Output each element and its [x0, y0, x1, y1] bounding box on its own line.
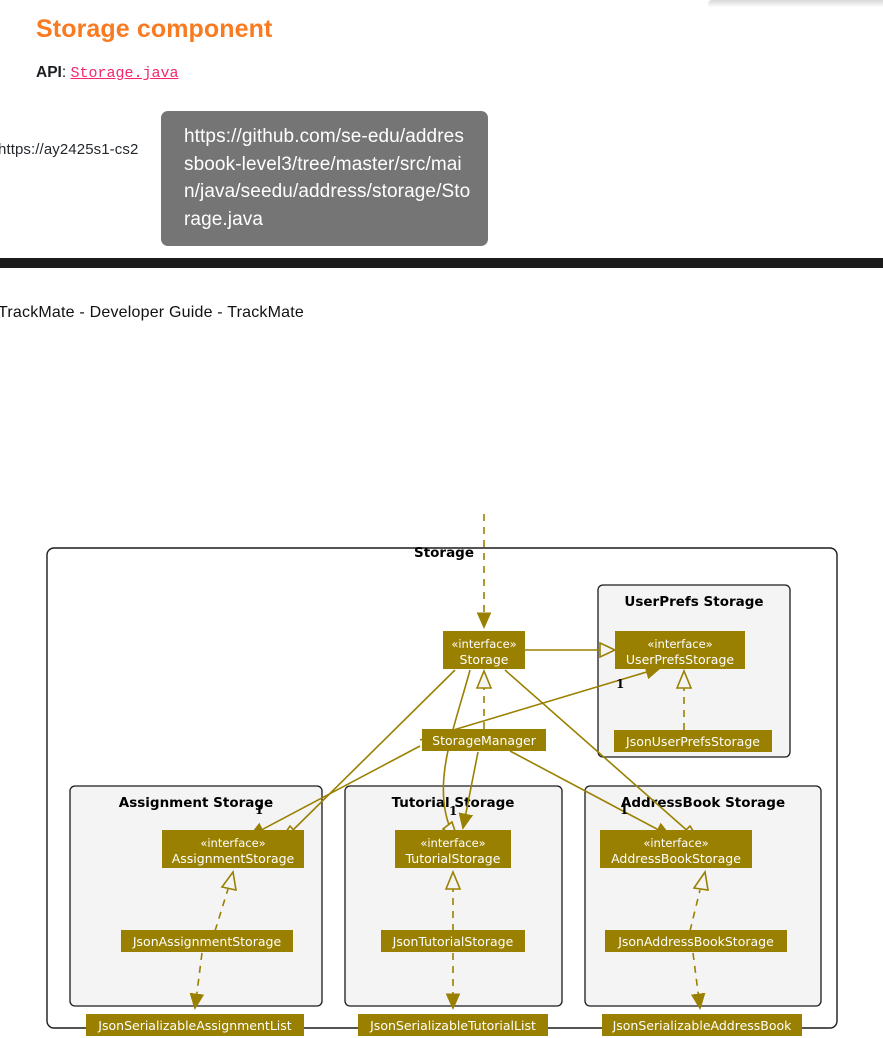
class-box-jsonserializableaddressbook[interactable]: JsonSerializableAddressBook [602, 1014, 802, 1036]
class-box-assignmentstorage[interactable]: «interface» AssignmentStorage [162, 830, 304, 868]
api-link[interactable]: Storage.java [70, 65, 179, 82]
api-label: API [36, 64, 62, 81]
class-stereotype-tutorialstorage: «interface» [420, 836, 485, 850]
class-box-storage[interactable]: «interface» Storage [443, 631, 525, 669]
class-stereotype-storage: «interface» [451, 637, 516, 651]
breadcrumb: TrackMate - Developer Guide - TrackMate [0, 304, 304, 321]
outer-package-title: Storage [414, 545, 474, 561]
class-name-tutorialstorage: TutorialStorage [405, 851, 501, 866]
class-stereotype-assignmentstorage: «interface» [200, 836, 265, 850]
url-tooltip: https://github.com/se-edu/addressbook-le… [161, 111, 488, 246]
documentation-page: Storage component API: Storage.java http… [0, 0, 883, 258]
class-name-jsonassignmentstorage: JsonAssignmentStorage [132, 934, 282, 949]
uml-diagram: Storage UserPrefs Storage Assignment Sto… [0, 396, 883, 1036]
package-userprefs-storage: UserPrefs Storage [597, 584, 791, 758]
class-box-jsonaddressbookstorage[interactable]: JsonAddressBookStorage [605, 930, 787, 952]
package-title-assignment: Assignment Storage [119, 795, 273, 811]
class-box-jsonserializabletutoriallist[interactable]: JsonSerializableTutorialList [358, 1014, 548, 1036]
class-box-storagemanager[interactable]: StorageManager [422, 729, 546, 751]
api-line: API: Storage.java [36, 64, 179, 82]
class-box-tutorialstorage[interactable]: «interface» TutorialStorage [395, 830, 511, 868]
class-box-jsontutorialstorage[interactable]: JsonTutorialStorage [381, 930, 525, 952]
package-assignment-storage: Assignment Storage [69, 785, 323, 1007]
class-box-jsonassignmentstorage[interactable]: JsonAssignmentStorage [121, 930, 293, 952]
diagram-page: TrackMate - Developer Guide - TrackMate … [0, 268, 883, 1038]
multiplicity-label: 1 [255, 803, 263, 817]
connector-storage-addressbookstorage [504, 669, 691, 834]
page-separator [0, 258, 883, 268]
url-prefix: https://ay2425s1-cs2 [0, 141, 139, 158]
connector-storagemanager-userprefs [419, 668, 660, 741]
connectors [195, 641, 709, 1036]
package-title-userprefs: UserPrefs Storage [624, 594, 763, 610]
multiplicity-labels: 1 1 1 1 * * * [255, 677, 628, 818]
class-stereotype-addressbookstorage: «interface» [643, 836, 708, 850]
connector-storage-assignmentstorage [289, 669, 456, 834]
class-name-jsonuserprefsstorage: JsonUserPrefsStorage [625, 734, 760, 749]
package-addressbook-storage: AddressBook Storage [584, 785, 822, 1007]
page-title: Storage component [36, 14, 273, 43]
connector-storagemanager-tutorialstorage [463, 751, 479, 828]
class-name-userprefsstorage: UserPrefsStorage [626, 652, 734, 667]
multiplicity-label: 1 [620, 803, 628, 817]
class-name-jsonserializabletutoriallist: JsonSerializableTutorialList [369, 1018, 536, 1033]
connector-jsonassignment-to-list [195, 952, 202, 1008]
class-name-addressbookstorage: AddressBookStorage [611, 851, 741, 866]
class-name-storage: Storage [460, 652, 509, 667]
class-name-storagemanager: StorageManager [432, 733, 537, 748]
connector-jsonaddressbook-to-book [693, 952, 700, 1008]
connector-storagemanager-addressbookstorage [509, 750, 670, 836]
api-colon: : [61, 64, 67, 81]
class-stereotype-userprefsstorage: «interface» [647, 637, 712, 651]
class-box-userprefsstorage[interactable]: «interface» UserPrefsStorage [615, 631, 745, 669]
connector-storagemanager-assignmentstorage [250, 745, 421, 836]
class-box-jsonserializableassignmentlist[interactable]: JsonSerializableAssignmentList [86, 1014, 304, 1036]
class-box-jsonuserprefsstorage[interactable]: JsonUserPrefsStorage [614, 730, 772, 752]
multiplicity-label: 1 [449, 804, 457, 818]
scrollbar-thumb[interactable] [708, 0, 883, 7]
package-title-addressbook: AddressBook Storage [621, 795, 785, 811]
class-name-assignmentstorage: AssignmentStorage [172, 851, 295, 866]
class-name-jsonserializableaddressbook: JsonSerializableAddressBook [612, 1018, 793, 1033]
class-name-jsontutorialstorage: JsonTutorialStorage [392, 934, 514, 949]
connector-storage-tutorialstorage [442, 669, 471, 833]
class-name-jsonaddressbookstorage: JsonAddressBookStorage [617, 934, 774, 949]
class-box-addressbookstorage[interactable]: «interface» AddressBookStorage [600, 830, 752, 868]
class-name-jsonserializableassignmentlist: JsonSerializableAssignmentList [97, 1018, 291, 1033]
package-title-tutorial: Tutorial Storage [392, 795, 515, 811]
multiplicity-label: 1 [616, 677, 624, 691]
